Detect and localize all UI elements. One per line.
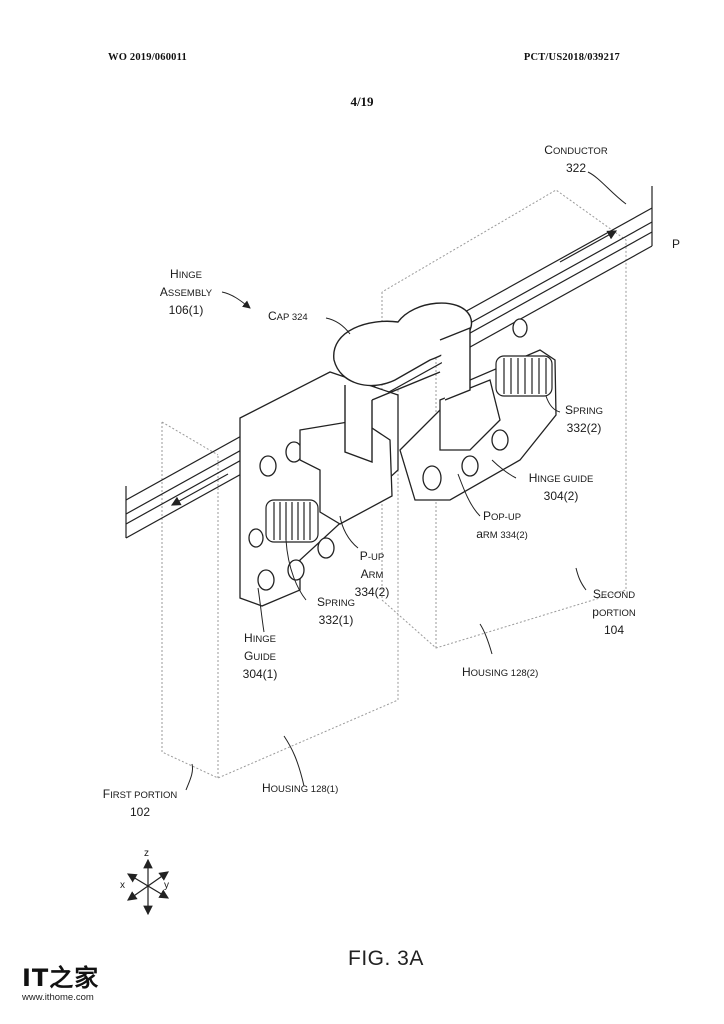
axis-symbol	[126, 858, 170, 916]
label-hinge-assembly-1: HINGE	[170, 267, 202, 281]
label-popup-arm2-name: POP-UP	[483, 509, 521, 523]
label-spring2-number: 332(2)	[567, 421, 602, 435]
watermark-mark: IT之家	[22, 964, 100, 992]
sheet-number: 4/19	[350, 94, 374, 109]
housing-first-portion	[161, 390, 399, 779]
application-number: PCT/US2018/039217	[523, 52, 620, 63]
label-hinge-assembly-3: 106(1)	[169, 303, 204, 317]
housing-second-portion	[381, 189, 627, 649]
label-spring1-name: SPRING	[317, 595, 355, 609]
label-cap: CAP 324	[268, 309, 308, 323]
label-housing-2: HOUSING 128(2)	[462, 665, 538, 679]
label-first-portion-number: 102	[130, 805, 150, 819]
label-second-portion-3: 104	[604, 623, 624, 637]
leader-lines	[185, 171, 627, 791]
label-axis-z: z	[144, 848, 149, 859]
publication-number: WO 2019/060011	[108, 52, 187, 63]
figure-caption: FIG. 3A	[348, 947, 424, 970]
label-conductor-name: CONDUCTOR	[544, 143, 608, 157]
label-p-up-arm-3: 334(2)	[355, 585, 390, 599]
label-hinge-guide2-number: 304(2)	[544, 489, 579, 503]
label-axis-x: x	[120, 880, 125, 891]
label-spring1-number: 332(1)	[319, 613, 354, 627]
spring-right	[495, 355, 553, 397]
spring-left	[265, 499, 319, 543]
label-spring2-name: SPRING	[565, 403, 603, 417]
cap	[333, 302, 473, 464]
label-hinge-guide1-1: HINGE	[244, 631, 276, 645]
label-second-portion-1: SECOND	[593, 587, 635, 601]
label-hinge-guide1-3: 304(1)	[243, 667, 278, 681]
label-first-portion-name: FIRST PORTION	[103, 787, 178, 801]
popup-arm-right	[439, 379, 501, 451]
label-p-up-arm-1: P-UP	[360, 549, 384, 563]
label-conductor-number: 322	[566, 161, 586, 175]
label-p-up-arm-2: ARM	[361, 567, 384, 581]
label-housing-1: HOUSING 128(1)	[262, 781, 338, 795]
watermark-logo: IT之家 www.ithome.com	[22, 958, 100, 1003]
label-hinge-assembly-2: ASSEMBLY	[160, 285, 213, 299]
label-axis-p: P	[672, 237, 680, 251]
label-hinge-guide2-name: HINGE GUIDE	[529, 471, 594, 485]
label-popup-arm2-number: aRM 334(2)	[476, 527, 528, 541]
label-hinge-guide1-2: GUIDE	[244, 649, 276, 663]
label-axis-y: y	[164, 880, 169, 891]
watermark-url: www.ithome.com	[22, 992, 94, 1003]
label-second-portion-2: pORTION	[592, 605, 636, 619]
